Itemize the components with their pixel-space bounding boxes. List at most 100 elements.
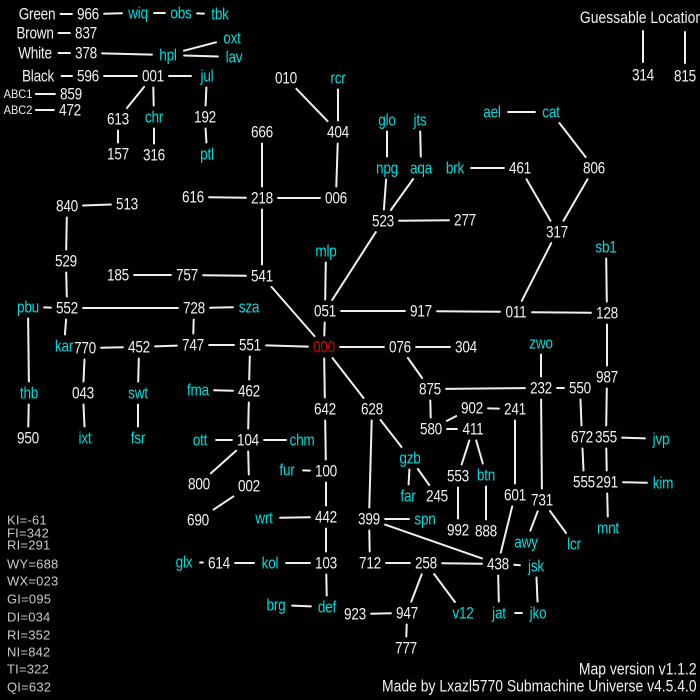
node-399: 399 bbox=[358, 509, 380, 529]
node-513: 513 bbox=[116, 194, 138, 214]
node-006: 006 bbox=[325, 188, 347, 208]
node-642: 642 bbox=[314, 399, 336, 419]
node-218: 218 bbox=[251, 188, 273, 208]
edge-551-000 bbox=[265, 344, 309, 348]
edge-404-006 bbox=[335, 142, 339, 188]
node-541: 541 bbox=[251, 266, 273, 286]
node-mlp: mlp bbox=[315, 241, 337, 261]
node-553: 553 bbox=[447, 466, 469, 486]
node-ABC1: ABC1 bbox=[3, 87, 33, 101]
node-157: 157 bbox=[107, 144, 129, 164]
node-wiq: wiq bbox=[128, 3, 148, 23]
node-hpl: hpl bbox=[159, 45, 177, 65]
node-596: 596 bbox=[77, 66, 99, 86]
node-472: 472 bbox=[59, 100, 81, 120]
node-glo: glo bbox=[378, 110, 396, 130]
node-355: 355 bbox=[595, 427, 617, 447]
node-thb: thb bbox=[19, 383, 39, 403]
edge-brg-def bbox=[291, 604, 312, 608]
edge-000-642 bbox=[323, 357, 326, 399]
node-ael: ael bbox=[483, 102, 501, 122]
node-245: 245 bbox=[426, 486, 448, 506]
node-awy: awy bbox=[514, 532, 538, 552]
node-728: 728 bbox=[183, 298, 205, 318]
edge-523-051 bbox=[331, 231, 377, 301]
node-glx: glx bbox=[175, 552, 193, 572]
edge-551-462 bbox=[248, 355, 251, 381]
node-404: 404 bbox=[327, 122, 349, 142]
node-551: 551 bbox=[239, 335, 261, 355]
node-ixt: ixt bbox=[78, 428, 92, 448]
edge-840-513 bbox=[82, 203, 112, 207]
edge-616-218 bbox=[208, 196, 247, 199]
node-614: 614 bbox=[208, 553, 230, 573]
node-580: 580 bbox=[420, 419, 442, 439]
edge-jts-aqa bbox=[419, 130, 422, 158]
node-100: 100 bbox=[315, 461, 337, 481]
node-zwo: zwo bbox=[529, 333, 553, 353]
edge-452-747 bbox=[154, 344, 178, 348]
node-947: 947 bbox=[396, 603, 418, 623]
edge-002-690 bbox=[212, 495, 235, 511]
node-jsk: jsk bbox=[528, 556, 544, 576]
node-316: 316 bbox=[143, 145, 165, 165]
node-529: 529 bbox=[55, 251, 77, 271]
node-chr: chr bbox=[144, 107, 164, 127]
node-aqa: aqa bbox=[410, 158, 432, 178]
node-000: 000 bbox=[313, 337, 335, 357]
stat-item-10: QI=632 bbox=[7, 679, 52, 695]
node-pbu: pbu bbox=[17, 297, 39, 317]
node-917: 917 bbox=[410, 301, 432, 321]
node-731: 731 bbox=[531, 490, 553, 510]
node-Green: Green bbox=[18, 4, 56, 24]
node-jul: jul bbox=[200, 66, 214, 86]
node-666: 666 bbox=[251, 122, 273, 142]
edge-731-awy bbox=[529, 510, 539, 532]
node-552: 552 bbox=[56, 298, 78, 318]
edge-529-552 bbox=[65, 271, 68, 298]
edge-731-lcr bbox=[549, 510, 567, 534]
edge-291-mnt bbox=[606, 492, 609, 518]
node-992: 992 bbox=[447, 520, 469, 540]
node-jts: jts bbox=[413, 110, 427, 130]
edge-452-swt bbox=[137, 357, 140, 383]
node-672: 672 bbox=[571, 427, 593, 447]
node-770: 770 bbox=[74, 338, 96, 358]
node-317: 317 bbox=[546, 222, 568, 242]
edge-258-438 bbox=[441, 562, 483, 565]
edge-770-043 bbox=[82, 358, 86, 383]
node-442: 442 bbox=[315, 507, 337, 527]
node-oxt: oxt bbox=[223, 28, 241, 48]
node-232: 232 bbox=[530, 378, 552, 398]
edge-jsk-jko bbox=[535, 576, 539, 603]
node-gzb: gzb bbox=[399, 448, 421, 468]
edge-552-kar bbox=[63, 318, 68, 336]
stat-item-2: RI=291 bbox=[7, 537, 51, 553]
edge-399-438 bbox=[384, 523, 483, 560]
edge-523-277 bbox=[398, 219, 450, 222]
node-950: 950 bbox=[17, 428, 39, 448]
edge-258-v12 bbox=[433, 573, 456, 603]
edge-gzb-far bbox=[407, 468, 411, 486]
node-White: White bbox=[18, 43, 52, 63]
node-241: 241 bbox=[504, 399, 526, 419]
node-555: 555 bbox=[573, 472, 595, 492]
node-jat: jat bbox=[492, 603, 506, 623]
edge-cat-806 bbox=[558, 122, 587, 158]
edge-076-875 bbox=[406, 357, 424, 379]
node-806: 806 bbox=[583, 158, 605, 178]
edge-hpl-oxt bbox=[183, 41, 217, 52]
node-043: 043 bbox=[72, 383, 94, 403]
edge-258-947 bbox=[410, 573, 423, 603]
node-712: 712 bbox=[359, 553, 381, 573]
node-lav: lav bbox=[225, 47, 243, 67]
node-kim: kim bbox=[652, 473, 674, 493]
edge-840-529 bbox=[65, 216, 68, 251]
node-001: 001 bbox=[142, 66, 164, 86]
stat-item-5: GI=095 bbox=[7, 591, 52, 607]
node-859: 859 bbox=[60, 84, 82, 104]
edge-011-128 bbox=[531, 311, 592, 314]
stat-item-9: TI=322 bbox=[7, 661, 50, 677]
node-192: 192 bbox=[194, 107, 216, 127]
